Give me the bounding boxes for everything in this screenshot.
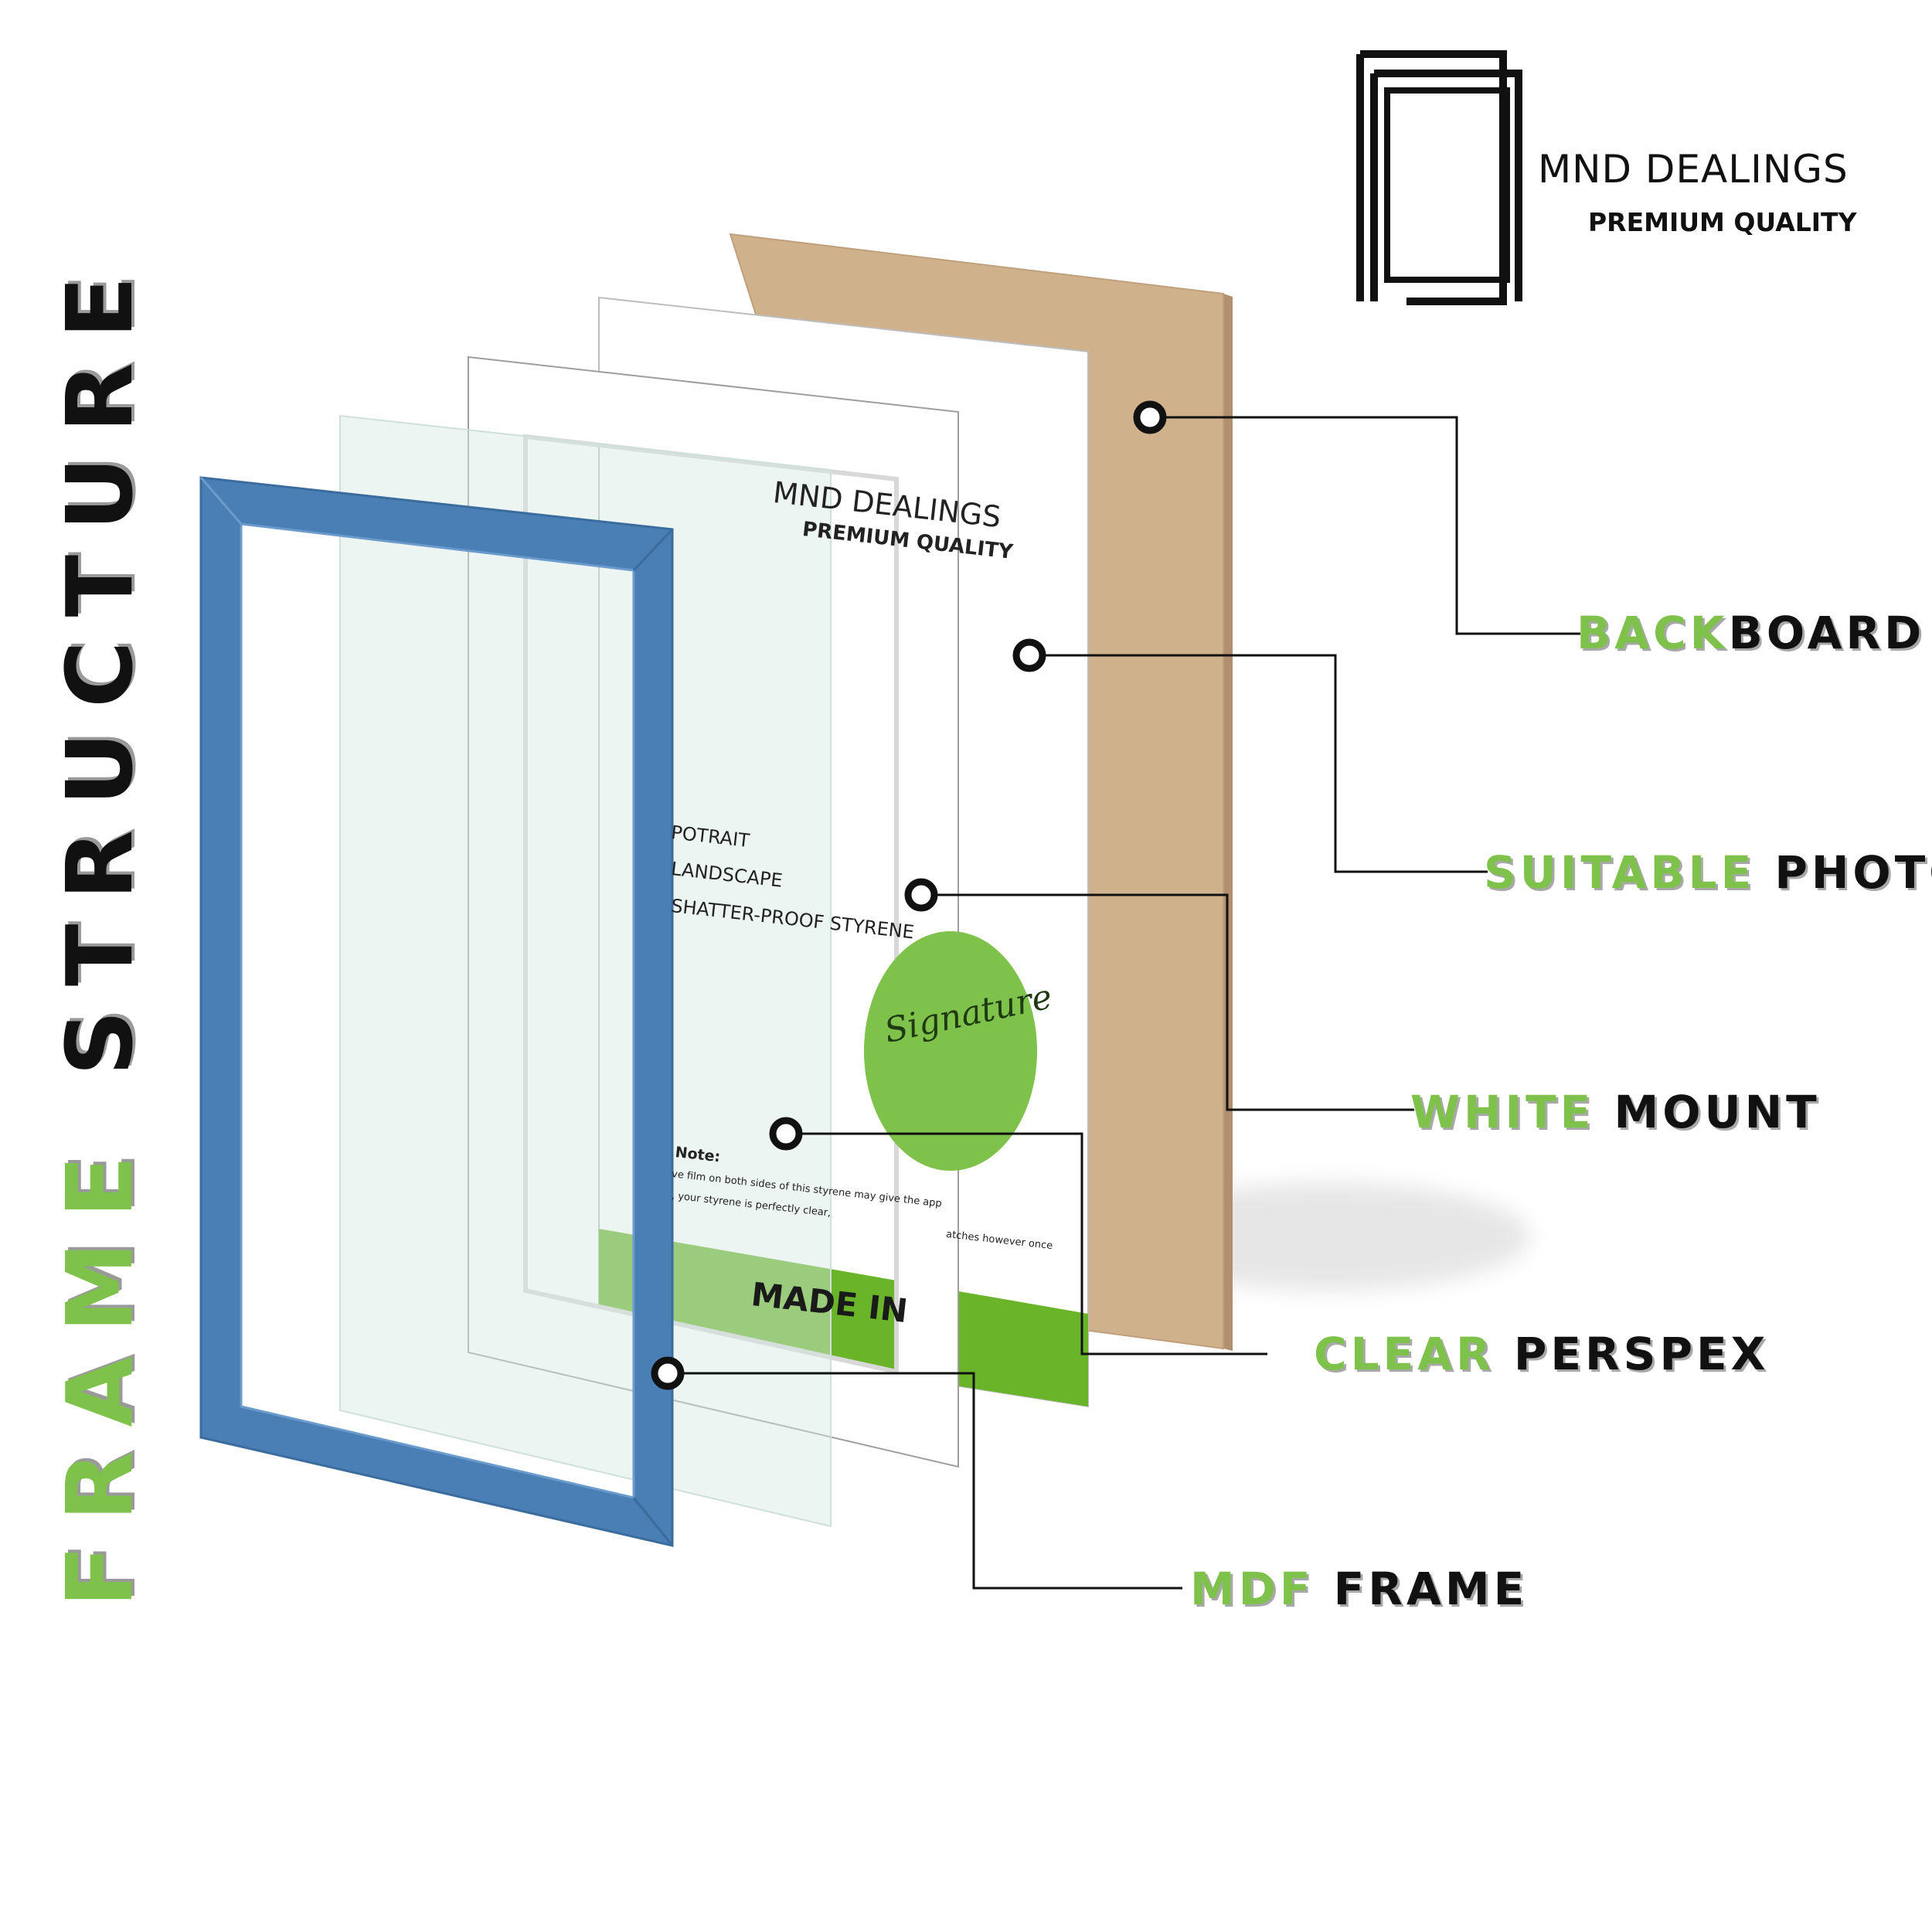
label-frame-rest: FRAME bbox=[1314, 1563, 1529, 1615]
label-mount-rest: MOUNT bbox=[1594, 1086, 1821, 1138]
leader-backboard bbox=[1163, 416, 1580, 635]
title-word-frame: FRAME bbox=[46, 1131, 153, 1607]
dot-frame bbox=[651, 1356, 685, 1390]
label-white-mount: WHITE MOUNT bbox=[1410, 1086, 1821, 1138]
leader-frame bbox=[680, 1372, 1182, 1590]
callout-dots bbox=[651, 400, 1167, 1390]
label-clear-perspex: CLEAR PERSPEX bbox=[1314, 1328, 1769, 1380]
label-mount-highlight: WHITE bbox=[1410, 1086, 1595, 1138]
dot-photo bbox=[1012, 638, 1046, 672]
label-perspex-highlight: CLEAR bbox=[1314, 1328, 1495, 1380]
dot-perspex bbox=[769, 1117, 803, 1151]
brand-tagline: PREMIUM QUALITY bbox=[1588, 207, 1857, 237]
dot-backboard bbox=[1133, 400, 1167, 434]
brand-logo-icon bbox=[1356, 50, 1522, 305]
leader-photo bbox=[1042, 654, 1488, 873]
title-word-structure: STRUCTURE bbox=[46, 252, 153, 1077]
label-backboard-rest: BOARD bbox=[1728, 607, 1926, 659]
label-photo-highlight: SUITABLE bbox=[1484, 846, 1756, 899]
label-frame-highlight: MDF bbox=[1190, 1563, 1315, 1615]
white-mount bbox=[468, 355, 959, 1468]
label-suitable-photo: SUITABLE PHOTO bbox=[1484, 846, 1932, 899]
leader-perspex bbox=[798, 1132, 1267, 1355]
label-mdf-frame: MDF FRAME bbox=[1190, 1563, 1528, 1615]
dot-mount bbox=[904, 878, 938, 912]
brand-name: MND DEALINGS bbox=[1538, 147, 1849, 192]
label-backboard: BACKBOARD bbox=[1577, 607, 1925, 659]
label-backboard-highlight: BACK bbox=[1577, 607, 1729, 659]
leader-mount bbox=[934, 893, 1414, 1111]
leader-lines bbox=[680, 416, 1580, 1590]
clear-perspex bbox=[339, 414, 832, 1528]
vertical-title: FRAME STRUCTURE bbox=[46, 253, 153, 1607]
signature-seal bbox=[864, 931, 1037, 1171]
label-perspex-rest: PERSPEX bbox=[1494, 1328, 1770, 1380]
mdf-frame bbox=[199, 476, 674, 1547]
label-photo-rest: PHOTO bbox=[1774, 846, 1932, 899]
